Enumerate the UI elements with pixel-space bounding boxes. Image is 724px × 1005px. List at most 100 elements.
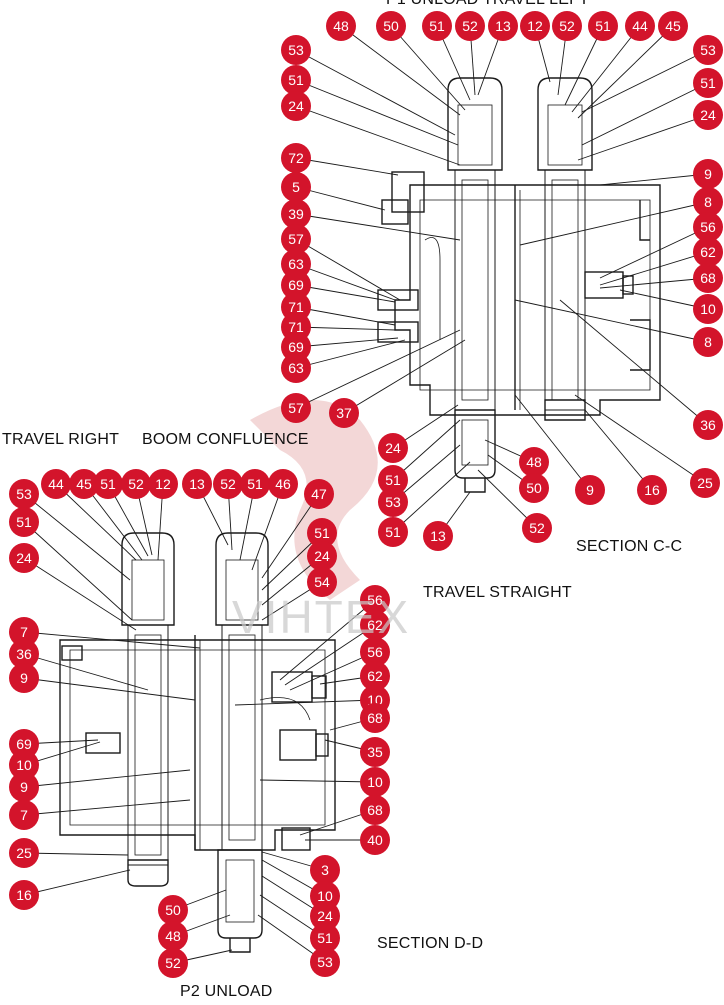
callout-9: 9 xyxy=(9,772,39,802)
leader-line xyxy=(234,699,376,706)
callout-56: 56 xyxy=(360,637,390,667)
leader-line xyxy=(295,157,399,176)
callout-24: 24 xyxy=(9,543,39,573)
callout-number: 51 xyxy=(16,514,32,530)
callout-51: 51 xyxy=(9,507,39,537)
callout-10: 10 xyxy=(9,750,39,780)
callout-number: 53 xyxy=(288,42,304,58)
callout-25: 25 xyxy=(690,468,720,498)
callout-circle xyxy=(519,473,549,503)
callout-number: 25 xyxy=(16,845,32,861)
leader-line xyxy=(390,25,466,111)
callout-circle xyxy=(423,521,453,551)
callout-number: 10 xyxy=(367,774,383,790)
callout-number: 51 xyxy=(700,75,716,91)
callout-52: 52 xyxy=(522,513,552,543)
callout-number: 45 xyxy=(665,18,681,34)
callout-circle xyxy=(41,469,71,499)
callout-number: 10 xyxy=(317,888,333,904)
callout-number: 24 xyxy=(288,98,304,114)
callout-circle xyxy=(310,923,340,953)
callout-number: 68 xyxy=(367,802,383,818)
callout-50: 50 xyxy=(376,11,406,41)
callout-circle xyxy=(281,35,311,65)
callout-circle xyxy=(148,469,178,499)
callout-number: 50 xyxy=(165,902,181,918)
callout-number: 68 xyxy=(700,270,716,286)
callout-46: 46 xyxy=(268,469,298,499)
callout-53: 53 xyxy=(310,947,340,977)
callout-51: 51 xyxy=(240,469,270,499)
leader-line xyxy=(619,289,709,310)
callout-51: 51 xyxy=(310,923,340,953)
leader-line xyxy=(519,201,709,246)
callout-circle xyxy=(9,479,39,509)
callout-51: 51 xyxy=(93,469,123,499)
callout-number: 47 xyxy=(311,486,327,502)
leader-line xyxy=(295,49,456,136)
callout-24: 24 xyxy=(378,433,408,463)
callout-circle xyxy=(488,11,518,41)
callout-circle xyxy=(360,610,390,640)
leader-line xyxy=(599,251,709,286)
callout-number: 72 xyxy=(288,150,304,166)
callout-number: 40 xyxy=(367,832,383,848)
callout-circle xyxy=(360,795,390,825)
callout-circle xyxy=(693,294,723,324)
callout-circle xyxy=(376,11,406,41)
callout-24: 24 xyxy=(310,901,340,931)
leader-line xyxy=(599,277,709,289)
leader-line xyxy=(584,409,653,491)
callout-number: 63 xyxy=(288,256,304,272)
callout-circle xyxy=(9,729,39,759)
callout-number: 12 xyxy=(527,18,543,34)
callout-number: 50 xyxy=(526,480,542,496)
callout-number: 25 xyxy=(697,475,713,491)
callout-9: 9 xyxy=(575,475,605,505)
callout-24: 24 xyxy=(693,100,723,130)
callout-63: 63 xyxy=(281,353,311,383)
callout-number: 51 xyxy=(314,525,330,541)
callout-number: 71 xyxy=(288,299,304,315)
callout-circle xyxy=(693,35,723,65)
callout-circle xyxy=(422,11,452,41)
callout-number: 52 xyxy=(529,520,545,536)
callout-circle xyxy=(693,263,723,293)
callout-number: 24 xyxy=(314,548,330,564)
callout-62: 62 xyxy=(360,661,390,691)
callout-circle xyxy=(307,567,337,597)
leader-line xyxy=(599,173,709,186)
callout-circle xyxy=(9,617,39,647)
callout-number: 24 xyxy=(317,908,333,924)
callout-50: 50 xyxy=(519,473,549,503)
callout-69: 69 xyxy=(281,332,311,362)
callout-number: 51 xyxy=(288,72,304,88)
leader-line xyxy=(23,869,131,896)
leader-line xyxy=(577,114,709,161)
callout-number: 52 xyxy=(559,18,575,34)
leader-line xyxy=(514,394,591,491)
callout-circle xyxy=(158,895,188,925)
callout-number: 9 xyxy=(20,670,28,686)
callout-12: 12 xyxy=(520,11,550,41)
callout-51: 51 xyxy=(588,11,618,41)
callout-39: 39 xyxy=(281,199,311,229)
callout-number: 24 xyxy=(16,550,32,566)
callout-circle xyxy=(281,91,311,121)
leader-line xyxy=(23,521,133,621)
callout-circle xyxy=(240,469,270,499)
callout-number: 8 xyxy=(704,334,712,350)
callout-9: 9 xyxy=(693,159,723,189)
callout-circle xyxy=(281,393,311,423)
callout-circle xyxy=(93,469,123,499)
callout-number: 54 xyxy=(314,574,330,590)
title-top: P1 UNLOAD TRAVEL LEFT xyxy=(386,0,589,9)
leader-line xyxy=(23,631,201,649)
callout-circle xyxy=(304,479,334,509)
callout-circle xyxy=(326,11,356,41)
callout-53: 53 xyxy=(281,35,311,65)
callout-number: 24 xyxy=(385,440,401,456)
watermark-text: VIHTEX xyxy=(232,591,411,643)
callout-circle xyxy=(9,507,39,537)
